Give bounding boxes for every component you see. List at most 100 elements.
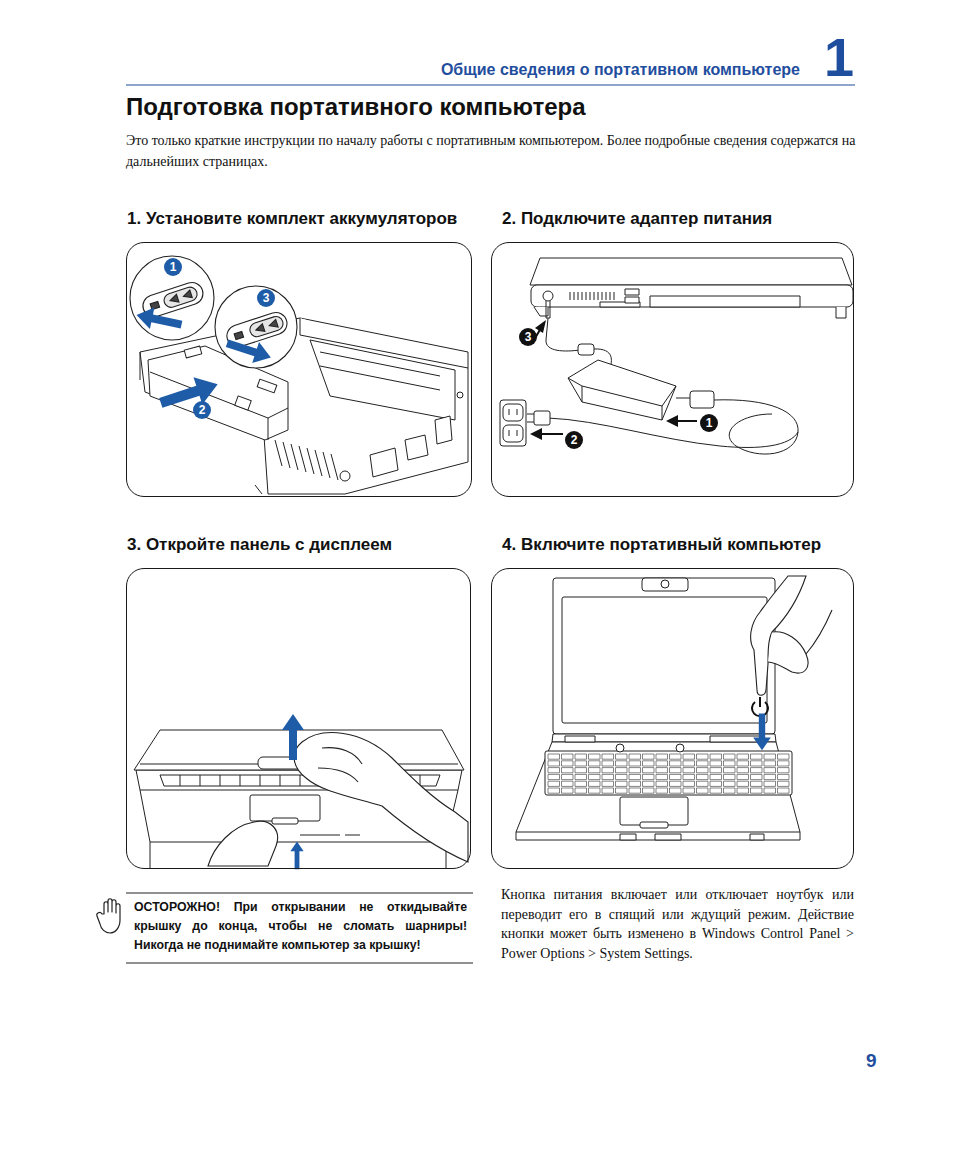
closed-laptop xyxy=(250,795,320,821)
step-panel: 4. Включите портативный компьютер xyxy=(491,568,854,869)
battery-illustration xyxy=(235,396,252,410)
hand xyxy=(768,632,808,673)
keyboard-key xyxy=(602,788,614,793)
magnifier-view xyxy=(215,286,297,368)
motion-arrow xyxy=(134,304,184,335)
magnifier-view xyxy=(234,331,243,339)
adapter-illustration xyxy=(500,258,853,454)
keyboard-key xyxy=(656,774,668,779)
keyboard-key xyxy=(724,788,736,793)
hand xyxy=(806,610,832,654)
adapter-illustration xyxy=(530,258,852,285)
keyboard-key xyxy=(616,754,628,759)
callout-label: 3 xyxy=(263,292,270,304)
keyboard-key xyxy=(643,774,655,779)
keyboard-key xyxy=(616,774,628,779)
motion-arrow xyxy=(753,713,771,750)
keyboard-key xyxy=(751,788,763,793)
keyboard-key xyxy=(778,754,790,759)
keyboard-key xyxy=(589,774,601,779)
keyboard-key xyxy=(575,781,587,786)
keyboard-key xyxy=(589,788,601,793)
keyboard-key xyxy=(575,768,587,773)
keyboard-key xyxy=(737,754,749,759)
open-laptop xyxy=(562,597,767,723)
keyboard-key xyxy=(562,754,574,759)
open-laptop xyxy=(516,742,800,832)
power-symbol xyxy=(759,697,761,707)
keyboard-key xyxy=(724,761,736,766)
warning-hand-icon xyxy=(97,899,120,933)
keyboard-key xyxy=(683,761,695,766)
keyboard-key xyxy=(562,774,574,779)
keyboard-key xyxy=(643,781,655,786)
keyboard-key xyxy=(643,768,655,773)
keyboard-key xyxy=(562,761,574,766)
page-number: 9 xyxy=(866,1050,890,1072)
keyboard-key xyxy=(710,774,722,779)
keyboard-key xyxy=(629,788,641,793)
keyboard-key xyxy=(764,754,776,759)
keyboard-key xyxy=(751,761,763,766)
keyboard-key xyxy=(683,768,695,773)
keyboard-key xyxy=(751,754,763,759)
keyboard-key xyxy=(737,768,749,773)
keyboard-key xyxy=(562,781,574,786)
keyboard-key xyxy=(724,754,736,759)
direction-arrow xyxy=(540,433,563,435)
keyboard-key xyxy=(683,781,695,786)
hand xyxy=(294,733,468,862)
keyboard-key xyxy=(737,774,749,779)
open-laptop xyxy=(710,736,760,742)
adapter-illustration xyxy=(568,360,676,420)
keyboard-key xyxy=(710,754,722,759)
keyboard-key xyxy=(629,768,641,773)
motion-arrow xyxy=(282,714,304,760)
battery-illustration xyxy=(340,471,350,481)
open-laptop xyxy=(548,754,789,793)
keyboard-key xyxy=(575,774,587,779)
adapter-illustration xyxy=(570,292,614,300)
keyboard-key xyxy=(643,788,655,793)
keyboard-key xyxy=(548,768,560,773)
callout-label: 2 xyxy=(571,434,578,446)
open-laptop xyxy=(640,822,668,828)
adapter-illustration xyxy=(527,414,534,422)
keyboard-key xyxy=(737,788,749,793)
keyboard-key xyxy=(710,768,722,773)
battery-illustration xyxy=(140,318,468,494)
callout-label: 2 xyxy=(199,404,206,416)
keyboard-key xyxy=(589,754,601,759)
keyboard-key xyxy=(656,754,668,759)
keyboard-key xyxy=(764,774,776,779)
open-laptop xyxy=(655,834,681,840)
keyboard-key xyxy=(575,754,587,759)
keyboard-key xyxy=(548,754,560,759)
keyboard-key xyxy=(629,754,641,759)
keyboard-key xyxy=(724,781,736,786)
keyboard-key xyxy=(724,774,736,779)
magnifier-view xyxy=(268,319,278,329)
keyboard-key xyxy=(602,761,614,766)
keyboard-key xyxy=(697,788,709,793)
motion-arrow xyxy=(753,713,771,750)
keyboard-key xyxy=(670,754,682,759)
direction-arrow xyxy=(666,415,678,427)
open-laptop xyxy=(565,736,595,742)
keyboard-key xyxy=(643,754,655,759)
keyboard-key xyxy=(602,774,614,779)
step-panel: 1. Установите комплект аккумуляторов132 xyxy=(126,242,472,497)
motion-arrow xyxy=(290,842,303,870)
keyboard-key xyxy=(710,761,722,766)
keyboard-key xyxy=(778,781,790,786)
battery-illustration xyxy=(370,416,452,477)
keyboard-key xyxy=(670,774,682,779)
keyboard-key xyxy=(737,761,749,766)
adapter-illustration xyxy=(676,398,690,399)
keyboard-key xyxy=(629,781,641,786)
warning-rule xyxy=(126,963,473,964)
keyboard-key xyxy=(616,761,628,766)
direction-arrow xyxy=(530,428,542,440)
motion-arrow xyxy=(290,842,303,870)
